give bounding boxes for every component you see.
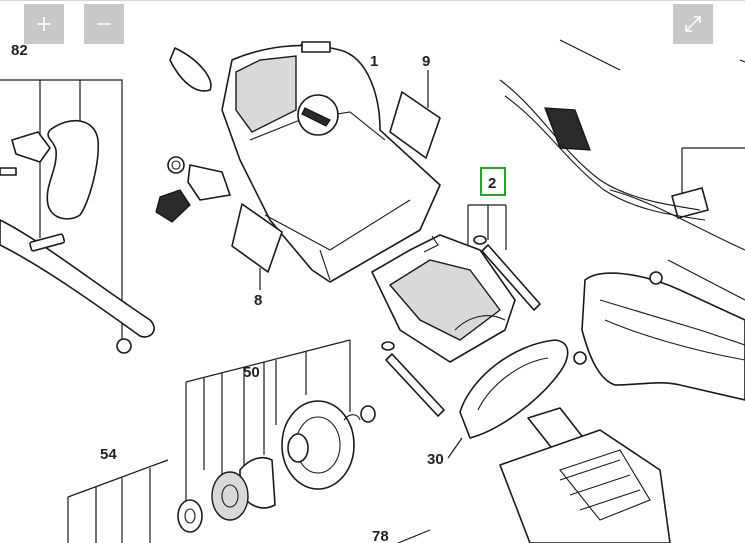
highlight-box-part-2 [480,167,506,196]
part-2-stator [371,204,541,417]
zoom-out-button[interactable] [84,4,124,44]
part-82-handle-bracket [0,79,155,354]
part-50-gear-assembly [177,339,376,533]
callout-30[interactable]: 30 [427,451,444,468]
minus-icon [97,23,111,25]
part-54-output-group [67,459,169,543]
part-30-bearing-shield [447,339,587,459]
callout-9[interactable]: 9 [422,53,430,70]
callout-82[interactable]: 82 [11,42,28,59]
part-9-plate [389,70,441,159]
callout-54[interactable]: 54 [100,446,117,463]
callout-1[interactable]: 1 [370,53,378,70]
fullscreen-button[interactable] [673,4,713,44]
callout-2[interactable]: 2 [488,175,496,192]
zoom-in-button[interactable] [24,4,64,44]
part-78 [397,529,431,543]
part-1-motor-housing [169,41,441,283]
part-8-plate [231,203,283,290]
armature [499,407,671,543]
callout-78[interactable]: 78 [372,528,389,543]
callout-8[interactable]: 8 [254,292,262,309]
top-border [0,0,745,1]
expand-arrows-icon [685,16,701,32]
rear-handle [499,39,745,401]
plus-icon [37,17,51,31]
callout-50[interactable]: 50 [243,364,260,381]
switch-parts [155,156,231,223]
